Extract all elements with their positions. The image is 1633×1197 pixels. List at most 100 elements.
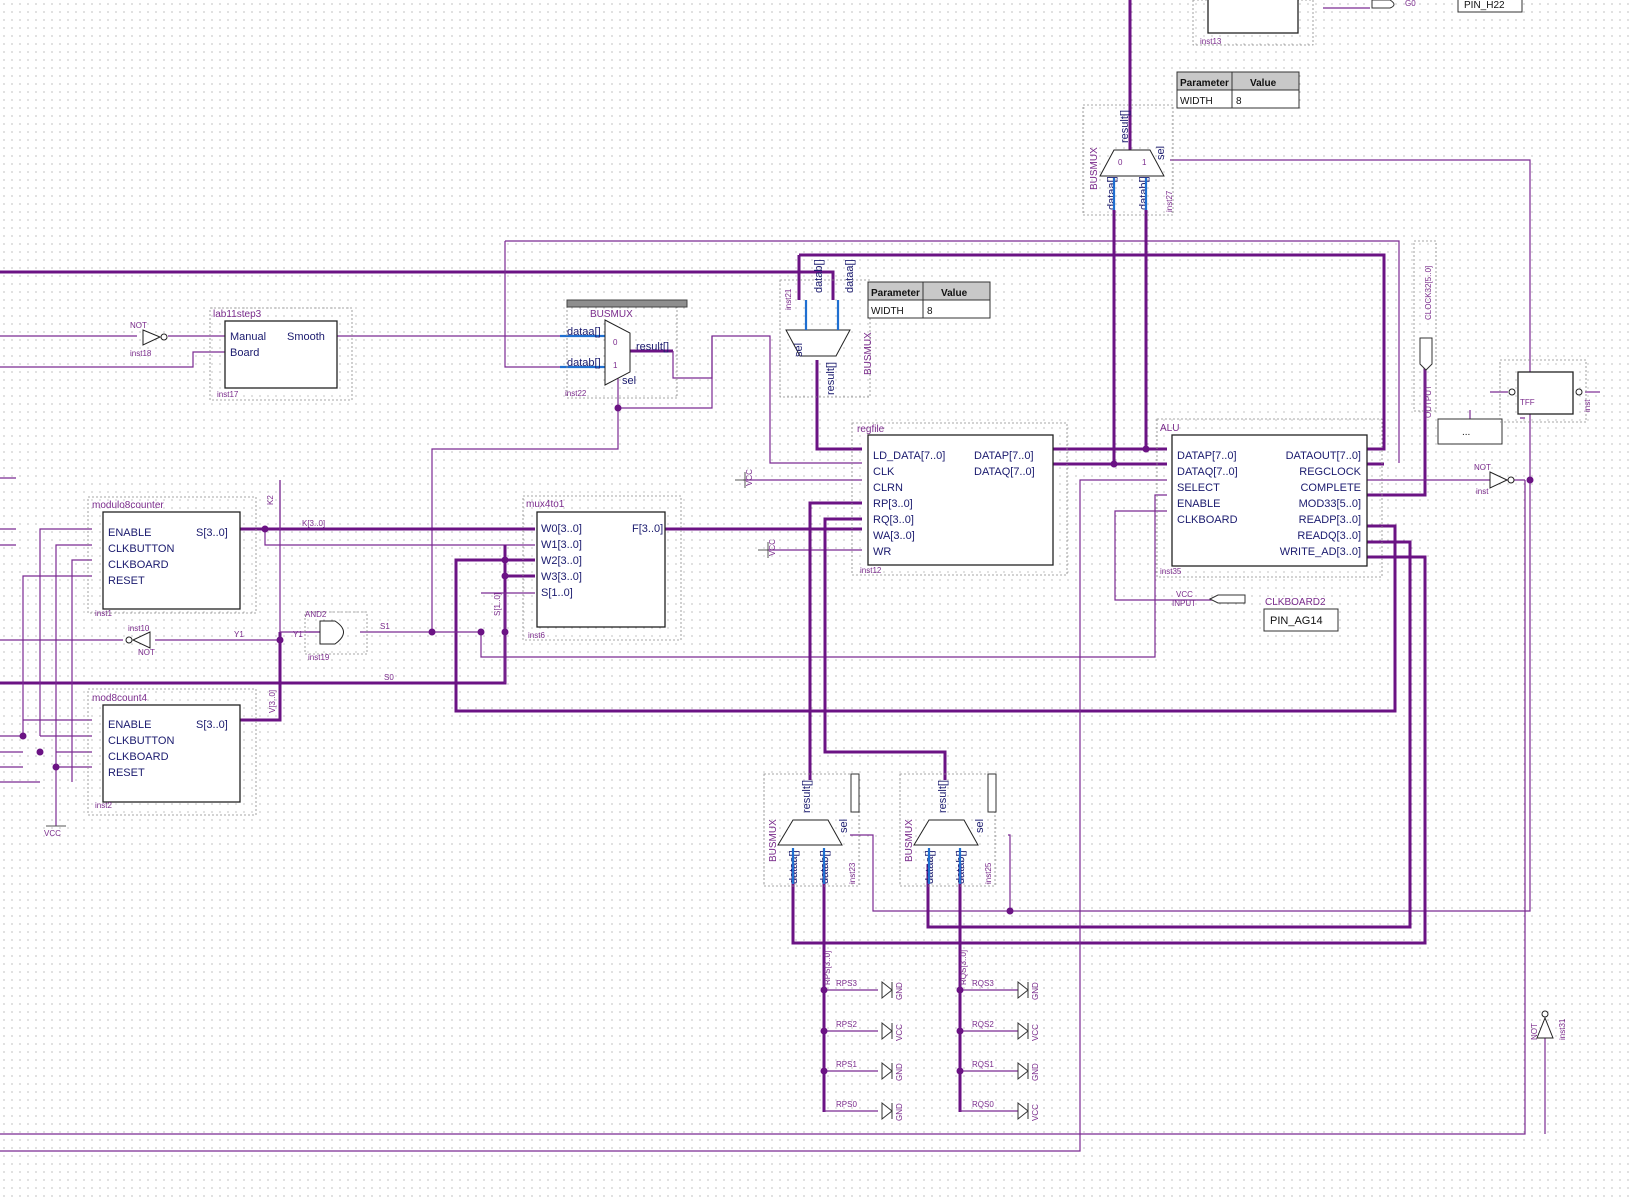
busmux25-title: BUSMUX	[904, 819, 915, 862]
svg-text:1: 1	[1142, 158, 1147, 167]
svg-text:AND2: AND2	[305, 610, 327, 619]
not-gate-inst10[interactable]: inst10 NOT	[125, 624, 155, 657]
alu-port-complete: COMPLETE	[1300, 482, 1361, 494]
svg-text:K2: K2	[266, 495, 275, 505]
rqs-value-3: VCC	[1031, 1104, 1040, 1121]
regfile-block[interactable]: regfile LD_DATA[7..0] CLK CLRN RP[3..0] …	[851, 422, 1068, 576]
vcc-markers: VCC VCC	[735, 469, 777, 558]
mod8c-port-reset: RESET	[108, 575, 145, 587]
rqs-driver-3	[1017, 1101, 1029, 1121]
modulo8counter-block[interactable]: modulo8counter ENABLE CLKBUTTON CLKBOARD…	[87, 496, 257, 618]
busmux23-result: result[]	[801, 780, 813, 813]
svg-text:inst31: inst31	[1558, 1018, 1567, 1040]
mux-port-w0: W0[3..0]	[541, 523, 582, 535]
rqs-label-2: RQS1	[972, 1060, 994, 1069]
output-label: OUTPUT	[1424, 385, 1433, 418]
mux4to1-block[interactable]: mux4to1 W0[3..0] W1[3..0] W2[3..0] W3[3.…	[522, 495, 682, 641]
mod8c-port-clkbutton: CLKBUTTON	[108, 543, 174, 555]
lab11step3-block[interactable]: lab11step3 Manual Board Smooth inst17	[209, 307, 353, 401]
rps-value-1: VCC	[895, 1024, 904, 1041]
busmux25-sel: sel	[974, 819, 986, 833]
busmux27-out: result[]	[1119, 110, 1131, 143]
busmux-inst27[interactable]: 0 1 BUSMUX result[] dataa[] datab[] sel …	[1082, 104, 1174, 216]
rqs-driver-2	[1017, 1061, 1029, 1081]
clkboard2-input-pin[interactable]: VCC INPUT CLKBOARD2 PIN_AG14	[1172, 590, 1339, 632]
alu-ports-out: DATAOUT[7..0] REGCLOCK COMPLETE MOD33[5.…	[1280, 450, 1362, 558]
regfile-port-wa: WA[3..0]	[873, 530, 915, 542]
alu-inst: inst35	[1160, 567, 1182, 576]
param-key-1: WIDTH	[1180, 96, 1213, 107]
lab11-port-manual: Manual	[230, 331, 266, 343]
svg-text:inst10: inst10	[128, 624, 150, 633]
svg-text:inst: inst	[1476, 487, 1489, 496]
regfile-port-clrn: CLRN	[873, 482, 903, 494]
busmux27-sel: sel	[1155, 146, 1167, 160]
regfile-ports-in: LD_DATA[7..0] CLK CLRN RP[3..0] RQ[3..0]…	[873, 450, 945, 558]
rps-label-1: RPS2	[836, 1020, 857, 1029]
busmux22-dataa: dataa[]	[567, 326, 601, 338]
rqs-driver-0	[1017, 980, 1029, 1000]
busmux22-sel: sel	[622, 375, 636, 387]
busmux-inst25[interactable]: BUSMUX result[] dataa[] datab[] sel inst…	[899, 773, 997, 887]
rps-value-3: GND	[895, 1103, 904, 1121]
regfile-port-rp: RP[3..0]	[873, 498, 913, 510]
busmux-inst23[interactable]: BUSMUX result[] dataa[] datab[] sel inst…	[763, 773, 860, 887]
svg-text:TFF: TFF	[1520, 398, 1535, 407]
svg-text:inst: inst	[1583, 399, 1592, 412]
busmux21-result: result[]	[825, 362, 837, 395]
param-table-2: Parameter Value WIDTH 8	[867, 281, 991, 319]
busmux25-result: result[]	[937, 780, 949, 813]
rqs-value-1: VCC	[1031, 1024, 1040, 1041]
wires	[0, 0, 1600, 1152]
mux-port-f: F[3..0]	[632, 523, 663, 535]
alu-port-regclock: REGCLOCK	[1299, 466, 1361, 478]
svg-text:S0: S0	[384, 673, 394, 682]
alu-port-readp: READP[3..0]	[1299, 514, 1361, 526]
mux-port-w2: W2[3..0]	[541, 555, 582, 567]
inst13-block[interactable]: inst13 G0 PIN_H22	[1192, 0, 1523, 46]
busmux27-inst: inst27	[1165, 190, 1174, 212]
svg-text:NOT: NOT	[138, 648, 155, 657]
regfile-port-ld-data: LD_DATA[7..0]	[873, 450, 945, 462]
lab11-inst: inst17	[217, 390, 239, 399]
alu-port-dataout: DATAOUT[7..0]	[1286, 450, 1361, 462]
mod8count4-block[interactable]: mod8count4 ENABLE CLKBUTTON CLKBOARD RES…	[87, 688, 257, 816]
not18-label: NOT	[130, 321, 147, 330]
value-header-2: Value	[941, 288, 968, 299]
busmux23-inst: inst23	[848, 862, 857, 884]
rps-label-2: RPS1	[836, 1060, 857, 1069]
ellipsis-box[interactable]	[1437, 418, 1503, 445]
busmux-inst21[interactable]: BUSMUX datab[] dataa[] result[] sel inst…	[779, 259, 874, 398]
mod8c-port-s: S[3..0]	[196, 527, 228, 539]
regfile-port-rq: RQ[3..0]	[873, 514, 914, 526]
lab11step3-name: lab11step3	[213, 309, 262, 320]
alu-block[interactable]: ALU DATAP[7..0] DATAQ[7..0] SELECT ENABL…	[1156, 418, 1383, 578]
rqs-value-0: GND	[1031, 982, 1040, 1000]
busmux21-dataa: dataa[]	[844, 259, 856, 293]
rqs-driver-1	[1017, 1021, 1029, 1041]
svg-text:VCC: VCC	[44, 829, 61, 838]
clock32-output-pin[interactable]: CLOCK32[5..0] OUTPUT	[1413, 240, 1437, 418]
rps-driver-0	[881, 980, 893, 1000]
not-gate-inst18[interactable]: NOT inst18	[130, 321, 168, 358]
rps-label-3: RPS0	[836, 1100, 857, 1109]
mux-port-w1: W1[3..0]	[541, 539, 582, 551]
value-header-1: Value	[1250, 78, 1277, 89]
mod8c-inst: inst1	[95, 609, 112, 618]
not18-inst: inst18	[130, 349, 152, 358]
not-gate-alu[interactable]: NOT inst	[1474, 463, 1515, 496]
rps-label-0: RPS3	[836, 979, 857, 988]
alu-port-enable: ENABLE	[1177, 498, 1220, 510]
not-gate-inst31[interactable]: NOT inst31	[1530, 1010, 1567, 1040]
and-gate-inst19[interactable]: AND2 inst19	[304, 610, 368, 662]
svg-text:1: 1	[613, 361, 618, 370]
lab11-port-smooth: Smooth	[287, 331, 325, 343]
tff-flipflop[interactable]: TFF inst	[1499, 359, 1592, 423]
rps-driver-3	[881, 1101, 893, 1121]
param-key-2: WIDTH	[871, 306, 904, 317]
busmux-inst22[interactable]: BUSMUX dataa[] datab[] result[] sel 0 1 …	[565, 299, 688, 399]
rps-value-0: GND	[895, 982, 904, 1000]
regfile-inst: inst12	[860, 566, 882, 575]
mod8c4-port-s: S[3..0]	[196, 719, 228, 731]
